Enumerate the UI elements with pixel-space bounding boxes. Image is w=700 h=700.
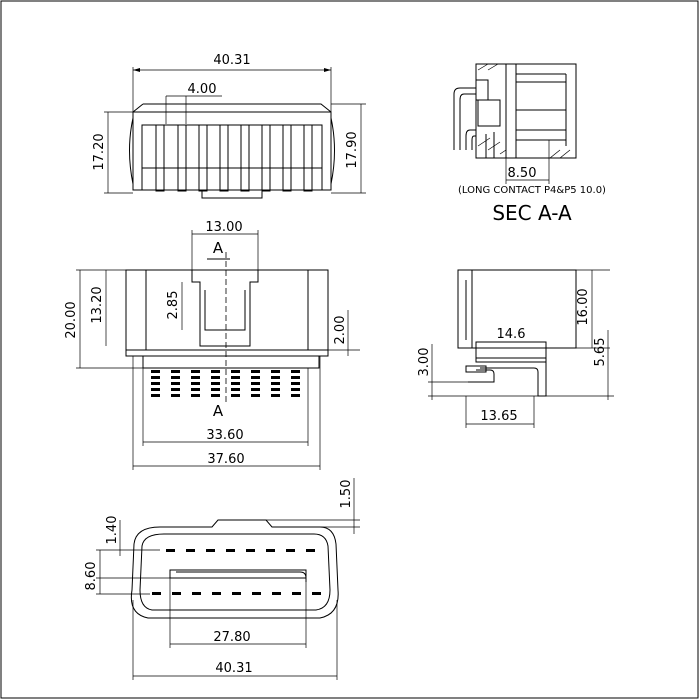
top-view: 40.31 4.00 17.20 17.90 — [92, 53, 366, 199]
front-pins — [151, 370, 300, 397]
bottom-view: 1.50 1.40 8.60 27.80 40.31 — [84, 478, 360, 680]
dim-front-height: 20.00 — [64, 301, 79, 338]
dim-bottom-width: 40.31 — [215, 661, 252, 676]
bottom-pins — [152, 549, 321, 595]
dim-bottom-top-gap: 1.50 — [339, 480, 354, 509]
dim-side-board-width: 14.6 — [497, 327, 526, 342]
dim-front-slot-width: 13.00 — [205, 220, 242, 235]
dim-side-pin-offset: 5.65 — [593, 338, 608, 367]
section-a-a-view: 8.50 (LONG CONTACT P4&P5 10.0) SEC A-A — [453, 63, 606, 225]
section-title: SEC A-A — [492, 201, 572, 225]
side-view: 16.00 14.6 5.65 3.00 13.65 — [417, 269, 614, 428]
dim-front-pin-span: 33.60 — [206, 428, 243, 443]
dim-section-depth: 8.50 — [508, 166, 537, 181]
dim-side-height: 16.00 — [576, 288, 591, 325]
dim-top-left-height: 17.20 — [92, 133, 107, 170]
dim-front-standoff: 2.00 — [333, 316, 348, 345]
dim-front-inner-height: 13.20 — [90, 286, 105, 323]
dim-bottom-step: 1.40 — [105, 516, 120, 545]
dim-side-pin-span: 13.65 — [480, 409, 517, 424]
contact-note: (LONG CONTACT P4&P5 10.0) — [458, 185, 606, 196]
front-view: 13.00 A A 20.00 13.20 — [64, 220, 360, 470]
section-mark-top: A — [213, 239, 224, 257]
dim-front-slot-depth: 2.85 — [166, 291, 181, 320]
dim-top-pitch: 4.00 — [188, 82, 217, 97]
dim-top-right-height: 17.90 — [345, 131, 360, 168]
dim-bottom-inner-width: 27.80 — [213, 630, 250, 645]
dim-side-pin-bend: 3.00 — [417, 348, 432, 377]
dim-front-body-width: 37.60 — [207, 452, 244, 467]
section-mark-bottom: A — [213, 402, 224, 420]
dim-top-width: 40.31 — [213, 53, 250, 68]
dim-bottom-height: 8.60 — [84, 562, 99, 591]
